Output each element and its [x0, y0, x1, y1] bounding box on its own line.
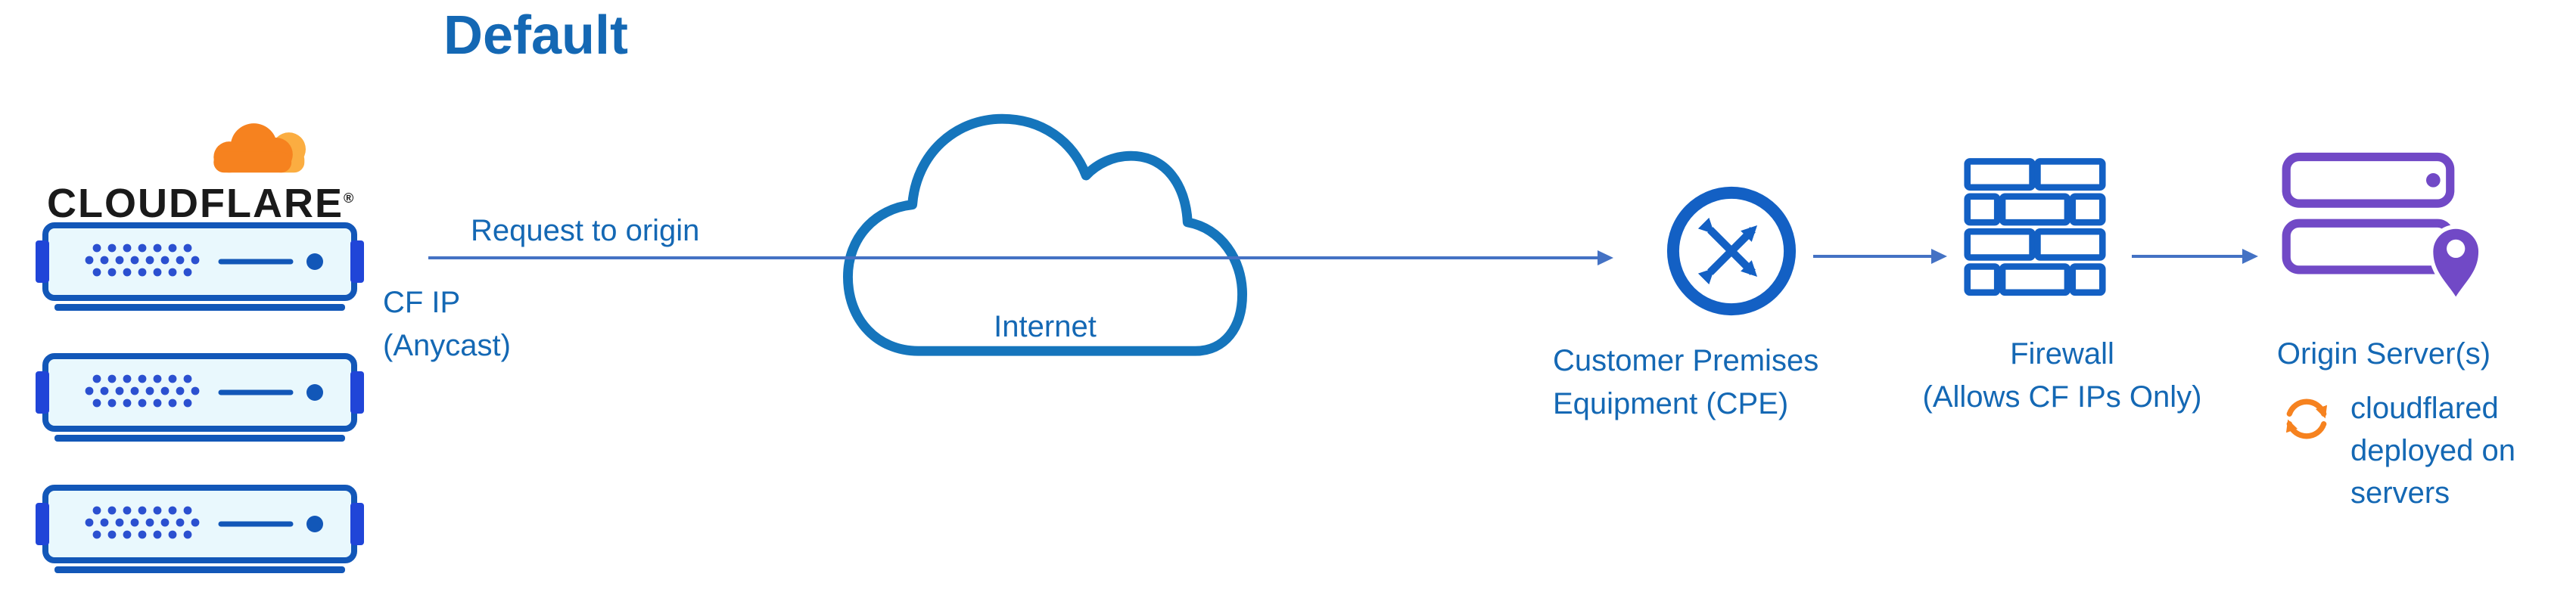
- cloudflared-note-line: cloudflared: [2350, 392, 2499, 425]
- firewall-label-line: Firewall: [2010, 337, 2114, 371]
- location-pin-icon: [2428, 225, 2483, 305]
- cloudflared-note: cloudflared deployed on servers: [2350, 387, 2515, 514]
- edge-server-icon: [33, 352, 366, 445]
- firewall-label: Firewall (Allows CF IPs Only): [1873, 333, 2251, 419]
- internet-cloud-icon: [843, 113, 1247, 356]
- edge-server-icon: [33, 483, 366, 577]
- cf-ip-line: CF IP: [383, 286, 461, 319]
- cpe-to-firewall-arrow: [1813, 249, 1947, 264]
- cloudflare-wordmark: CLOUDFLARE®: [47, 180, 353, 227]
- cpe-label-line: Equipment (CPE): [1553, 387, 1789, 420]
- cf-ip-anycast-label: CF IP (Anycast): [383, 281, 511, 367]
- cpe-label-line: Customer Premises: [1553, 344, 1819, 377]
- request-to-origin-label: Request to origin: [471, 214, 700, 247]
- origin-servers-label: Origin Server(s): [2276, 337, 2491, 371]
- firewall-to-origin-arrow: [2132, 249, 2258, 264]
- internet-label: Internet: [994, 310, 1097, 343]
- diagram-title: Default: [443, 5, 629, 66]
- firewall-label-line: (Allows CF IPs Only): [1922, 380, 2202, 414]
- edge-server-icon: [33, 221, 366, 315]
- cloudflared-note-line: servers: [2350, 476, 2450, 510]
- cloudflared-sync-icon: [2285, 398, 2328, 439]
- request-arrow: [428, 250, 1613, 265]
- cloudflare-wordmark-text: CLOUDFLARE: [47, 181, 344, 226]
- cloudflared-note-line: deployed on: [2350, 434, 2515, 467]
- cf-ip-line: (Anycast): [383, 329, 511, 362]
- cpe-icon: [1666, 186, 1797, 316]
- cloudflare-cloud-icon: [213, 123, 306, 173]
- cpe-label: Customer Premises Equipment (CPE): [1553, 340, 1818, 426]
- registered-trademark: ®: [343, 191, 354, 206]
- origin-servers-icon: [2282, 152, 2483, 305]
- firewall-icon: [1964, 158, 2106, 296]
